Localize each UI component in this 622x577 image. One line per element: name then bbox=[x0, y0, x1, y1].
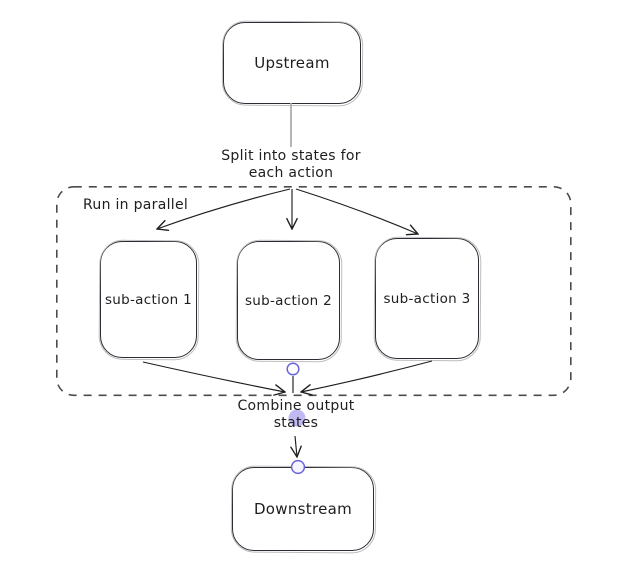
edge-sub3-to-combine bbox=[301, 360, 433, 392]
label-run-in-parallel: Run in parallel bbox=[83, 197, 189, 213]
node-sub-action-1-label: sub-action 1 bbox=[104, 291, 193, 308]
node-sub-action-1: sub-action 1 bbox=[100, 241, 197, 358]
node-sub-action-3: sub-action 3 bbox=[375, 238, 479, 359]
node-sub-action-3-label: sub-action 3 bbox=[383, 290, 471, 307]
node-sub-action-2-label: sub-action 2 bbox=[244, 292, 333, 309]
node-downstream-label: Downstream bbox=[253, 500, 353, 518]
node-upstream-label: Upstream bbox=[254, 54, 330, 72]
node-downstream: Downstream bbox=[232, 467, 374, 551]
label-combine-output-states: Combine output states bbox=[237, 398, 355, 431]
edge-sub1-to-combine bbox=[142, 361, 285, 392]
edge-combine-to-downstream bbox=[295, 435, 297, 457]
node-sub-action-2: sub-action 2 bbox=[237, 241, 340, 360]
node-upstream: Upstream bbox=[223, 22, 361, 104]
label-split-into-states: Split into states for each action bbox=[221, 148, 361, 181]
connection-point-icon bbox=[286, 362, 300, 376]
edge-split-to-sub3 bbox=[295, 188, 418, 234]
